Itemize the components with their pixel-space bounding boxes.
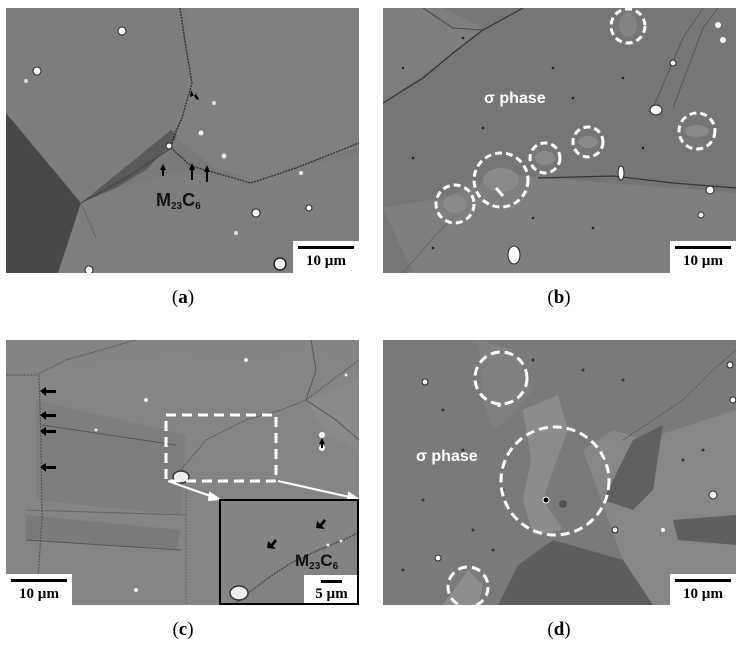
caption-d: (d) [547, 619, 571, 640]
arrow-icon [160, 90, 210, 182]
arrow-icon [40, 387, 325, 472]
micrograph-d [401, 340, 736, 605]
panel-d-sem-image: σ phase 10 µm [383, 340, 736, 605]
scale-bar: 10 µm [293, 241, 359, 273]
arrow-icon [267, 519, 326, 549]
panel-b-sem-image: σ phase 10 µm [383, 8, 736, 273]
sigma-highlight-circles [434, 8, 717, 225]
phase-label-sigma: σ phase [484, 90, 546, 107]
inset-scale-bar: 5 µm [304, 575, 357, 603]
inset-zoom-panel: M23C6 5 µm [219, 499, 359, 605]
phase-label-sigma: σ phase [416, 448, 478, 465]
scale-bar: 10 µm [6, 574, 72, 605]
phase-label-m23c6: M23C6 [156, 190, 201, 212]
micrograph-a [6, 8, 359, 273]
caption-c: (c) [172, 619, 194, 640]
sigma-highlight-circles [446, 350, 611, 605]
panel-a-sem-image: M23C6 10 µm [6, 8, 359, 273]
caption-a: (a) [171, 287, 195, 308]
panel-c-sem-image: M23C6 5 µm 10 µm [6, 340, 359, 605]
scale-bar: 10 µm [670, 241, 736, 273]
phase-label-m23c6: M23C6 [295, 551, 339, 572]
zoom-region-rect [164, 413, 278, 483]
micrograph-b [383, 8, 736, 273]
caption-b: (b) [547, 287, 571, 308]
scale-bar: 10 µm [670, 574, 736, 605]
zoom-connector-arrows [167, 480, 359, 502]
